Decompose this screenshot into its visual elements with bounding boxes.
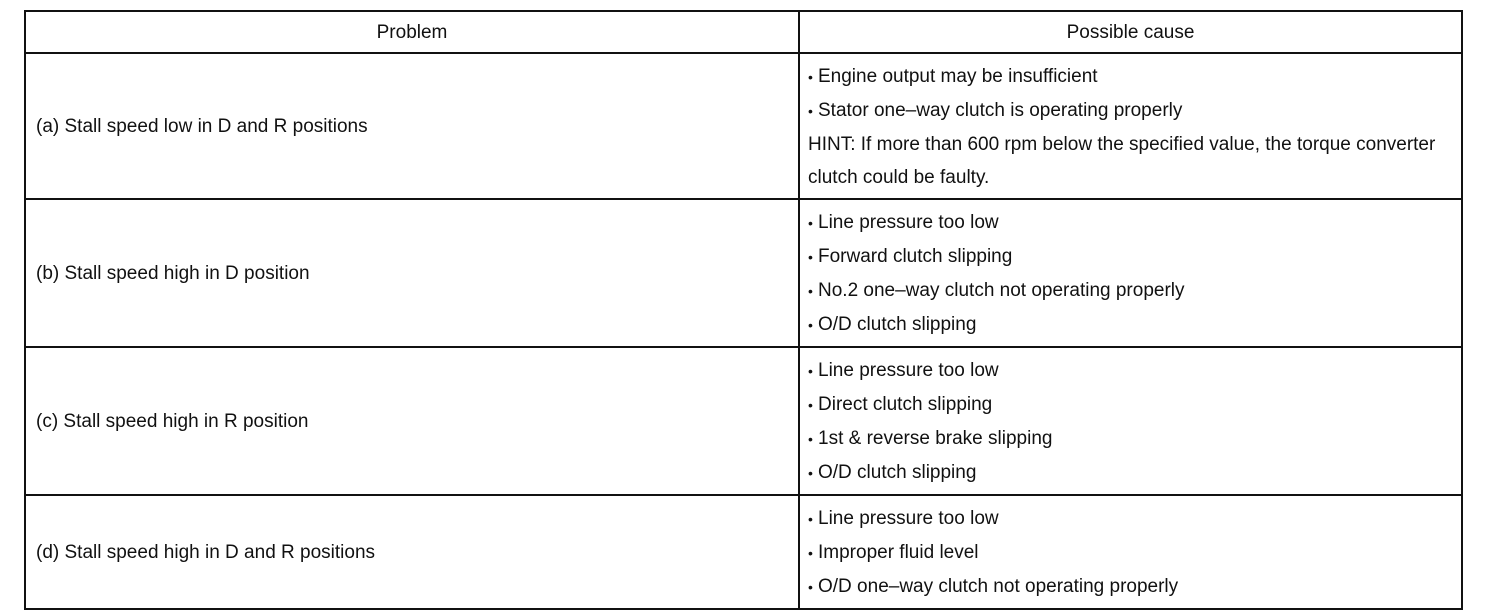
problem-cell: (c) Stall speed high in R position xyxy=(24,346,800,496)
bullet-icon: • xyxy=(808,545,813,561)
cause-text: Forward clutch slipping xyxy=(818,246,1013,267)
cause-cell: • Line pressure too low • Improper fluid l… xyxy=(798,494,1463,610)
cause-item: • O/D clutch slipping xyxy=(808,456,1453,490)
cause-item: • Stator one–way clutch is operating prop… xyxy=(808,94,1453,128)
hint-text: HINT: If more than 600 rpm below the spe… xyxy=(808,134,1436,188)
cause-cell: • Line pressure too low • Direct clutch sl… xyxy=(798,346,1463,496)
cause-item: • Forward clutch slipping xyxy=(808,240,1453,274)
table-header-row: Problem Possible cause xyxy=(24,10,1463,54)
cause-text: Direct clutch slipping xyxy=(818,394,993,415)
table-row: (d) Stall speed high in D and R position… xyxy=(24,494,1463,610)
cause-item: • O/D one–way clutch not operating proper… xyxy=(808,570,1453,604)
cause-item: • Line pressure too low xyxy=(808,502,1453,536)
stall-test-table: Problem Possible cause (a) Stall speed l… xyxy=(24,10,1463,610)
problem-cell: (d) Stall speed high in D and R position… xyxy=(24,494,800,610)
cause-item: • No.2 one–way clutch not operating prope… xyxy=(808,274,1453,308)
cause-text: O/D clutch slipping xyxy=(818,314,977,335)
bullet-icon: • xyxy=(808,579,813,595)
bullet-icon: • xyxy=(808,363,813,379)
problem-cell: (b) Stall speed high in D position xyxy=(24,198,800,348)
cause-text: Stator one–way clutch is operating prope… xyxy=(818,100,1183,121)
cause-cell: • Engine output may be insufficient • Stat… xyxy=(798,52,1463,200)
cause-item: • Line pressure too low xyxy=(808,354,1453,388)
bullet-icon: • xyxy=(808,69,813,85)
cause-item: • Improper fluid level xyxy=(808,536,1453,570)
table-row: (a) Stall speed low in D and R positions… xyxy=(24,52,1463,200)
bullet-icon: • xyxy=(808,317,813,333)
cause-item: • O/D clutch slipping xyxy=(808,308,1453,342)
cause-text: Line pressure too low xyxy=(818,508,999,529)
cause-item: • Line pressure too low xyxy=(808,206,1453,240)
bullet-icon: • xyxy=(808,215,813,231)
cause-text: Improper fluid level xyxy=(818,542,979,563)
table-row: (b) Stall speed high in D position • Line… xyxy=(24,198,1463,348)
cause-cell: • Line pressure too low • Forward clutch s… xyxy=(798,198,1463,348)
cause-text: Line pressure too low xyxy=(818,360,999,381)
cause-text: 1st & reverse brake slipping xyxy=(818,428,1053,449)
header-possible-cause: Possible cause xyxy=(798,10,1463,54)
cause-item: • Engine output may be insufficient xyxy=(808,60,1453,94)
problem-cell: (a) Stall speed low in D and R positions xyxy=(24,52,800,200)
cause-text: No.2 one–way clutch not operating proper… xyxy=(818,280,1185,301)
cause-text: O/D clutch slipping xyxy=(818,462,977,483)
bullet-icon: • xyxy=(808,397,813,413)
bullet-icon: • xyxy=(808,103,813,119)
bullet-icon: • xyxy=(808,511,813,527)
bullet-icon: • xyxy=(808,465,813,481)
stall-test-table-container: Problem Possible cause (a) Stall speed l… xyxy=(24,10,1463,610)
cause-item: • Direct clutch slipping xyxy=(808,388,1453,422)
bullet-icon: • xyxy=(808,249,813,265)
cause-item: • 1st & reverse brake slipping xyxy=(808,422,1453,456)
cause-text: O/D one–way clutch not operating properl… xyxy=(818,576,1179,597)
header-problem: Problem xyxy=(24,10,800,54)
cause-text: Engine output may be insufficient xyxy=(818,66,1098,87)
bullet-icon: • xyxy=(808,283,813,299)
cause-text: Line pressure too low xyxy=(818,212,999,233)
bullet-icon: • xyxy=(808,431,813,447)
table-row: (c) Stall speed high in R position • Line… xyxy=(24,346,1463,496)
